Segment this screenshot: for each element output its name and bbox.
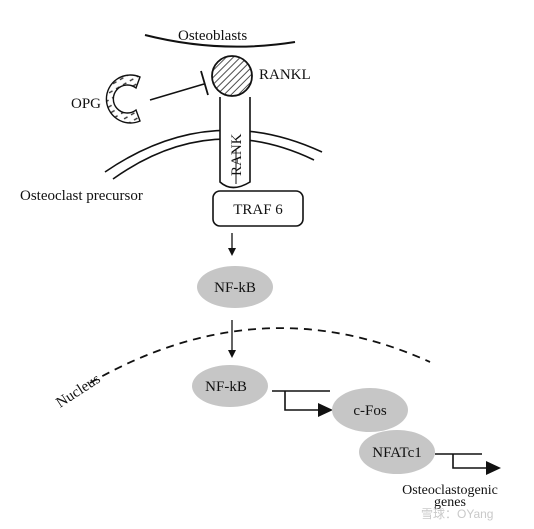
nucleus-label: Nucleus [53, 371, 103, 411]
rank-label: RANK [229, 133, 245, 176]
cfos-transcription-arrow [284, 391, 320, 411]
osteoclastogenic-genes-label-line2: genes [434, 495, 466, 510]
osteoclastogenic-genes-label-line1: Osteoclastogenic [402, 483, 498, 498]
cfos-transcription-arrow-head [318, 403, 333, 417]
arrow-nfkb-to-nucleus-head [228, 350, 236, 358]
rankl-ligand [211, 55, 253, 97]
opg-inhibition-bar [200, 70, 209, 96]
nfkb-cytoplasm-label: NF-kB [214, 280, 256, 296]
osteoclast-membrane-inner [112, 138, 315, 180]
osteoclastogenic-transcription-arrow [452, 454, 488, 469]
osteoclastogenic-transcription-arrow-head [486, 461, 501, 475]
osteoclast-precursor-label: Osteoclast precursor [20, 188, 143, 204]
nfkb-nucleus-node [192, 365, 268, 407]
cfos-node [332, 388, 408, 432]
osteoblasts-label: Osteoblasts [178, 28, 247, 44]
arrow-traf6-to-nfkb-head [228, 248, 236, 256]
watermark-text: 雪球：OYang [421, 507, 493, 521]
rank-receptor [219, 97, 251, 189]
traf6-box [212, 190, 304, 227]
nfatc1-node [359, 430, 435, 474]
rankl-label: RANKL [259, 67, 311, 83]
nfkb-nucleus-label: NF-kB [205, 379, 247, 395]
nfkb-cytoplasm-node [197, 266, 273, 308]
nfatc1-label: NFATc1 [372, 445, 422, 461]
cfos-label: c-Fos [353, 403, 386, 419]
opg-inhibition-line [149, 83, 205, 101]
opg-label: OPG [71, 96, 101, 112]
traf6-label: TRAF 6 [233, 202, 283, 218]
osteoclast-membrane-outer [104, 129, 323, 173]
osteoblast-membrane [144, 34, 296, 48]
opg-shape [105, 74, 141, 124]
